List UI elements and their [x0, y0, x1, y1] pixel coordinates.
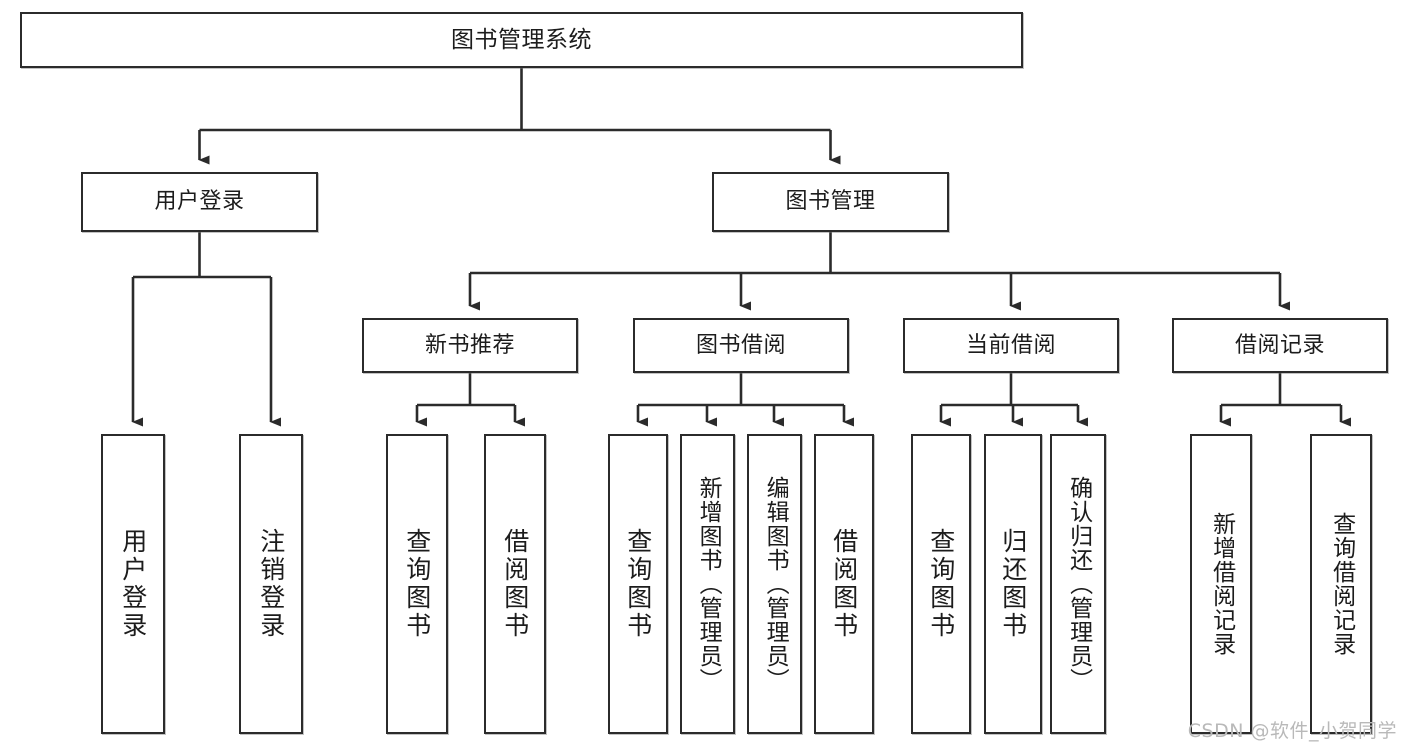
node-leaf-add-book[interactable]: 新增图书（管理员） [680, 434, 735, 734]
node-leaf-user-login[interactable]: 用户登录 [101, 434, 165, 734]
node-leaf-edit-book[interactable]: 编辑图书（管理员） [747, 434, 802, 734]
node-leaf-query-book-1-label: 查询图书 [402, 528, 432, 640]
node-leaf-borrow-book-1-label: 借阅图书 [500, 528, 530, 640]
node-leaf-query-book-3-label: 查询图书 [926, 528, 956, 640]
node-root-label: 图书管理系统 [451, 26, 592, 53]
node-book-borrow[interactable]: 图书借阅 [633, 318, 849, 373]
node-leaf-query-book-3[interactable]: 查询图书 [911, 434, 971, 734]
node-root[interactable]: 图书管理系统 [20, 12, 1023, 68]
node-leaf-borrow-book-2-label: 借阅图书 [829, 528, 859, 640]
node-new-book-rec-label: 新书推荐 [424, 332, 515, 358]
node-book-manage-label: 图书管理 [785, 189, 876, 215]
node-leaf-query-book-1[interactable]: 查询图书 [386, 434, 448, 734]
node-leaf-confirm-return-label: 确认归还（管理员） [1065, 476, 1092, 692]
node-leaf-query-book-2[interactable]: 查询图书 [608, 434, 668, 734]
node-book-manage[interactable]: 图书管理 [712, 172, 949, 232]
node-leaf-logout-label: 注销登录 [256, 528, 286, 640]
node-new-book-rec[interactable]: 新书推荐 [362, 318, 578, 373]
node-leaf-query-record-label: 查询借阅记录 [1328, 512, 1355, 656]
node-leaf-confirm-return[interactable]: 确认归还（管理员） [1050, 434, 1106, 734]
node-leaf-edit-book-label: 编辑图书（管理员） [762, 476, 789, 692]
node-leaf-return-book[interactable]: 归还图书 [984, 434, 1042, 734]
node-current-borrow[interactable]: 当前借阅 [903, 318, 1119, 373]
node-borrow-record-label: 借阅记录 [1234, 332, 1325, 358]
node-leaf-logout[interactable]: 注销登录 [239, 434, 303, 734]
node-leaf-add-book-label: 新增图书（管理员） [695, 476, 722, 692]
node-current-borrow-label: 当前借阅 [965, 332, 1056, 358]
node-leaf-query-book-2-label: 查询图书 [623, 528, 653, 640]
node-leaf-borrow-book-1[interactable]: 借阅图书 [484, 434, 546, 734]
node-leaf-borrow-book-2[interactable]: 借阅图书 [814, 434, 874, 734]
node-leaf-add-record[interactable]: 新增借阅记录 [1190, 434, 1252, 734]
node-user-login-label: 用户登录 [154, 189, 245, 215]
node-user-login[interactable]: 用户登录 [81, 172, 318, 232]
node-book-borrow-label: 图书借阅 [695, 332, 786, 358]
node-leaf-query-record[interactable]: 查询借阅记录 [1310, 434, 1372, 734]
node-leaf-user-login-label: 用户登录 [118, 528, 148, 640]
node-leaf-return-book-label: 归还图书 [998, 528, 1028, 640]
node-borrow-record[interactable]: 借阅记录 [1172, 318, 1388, 373]
node-leaf-add-record-label: 新增借阅记录 [1208, 512, 1235, 656]
csdn-watermark: CSDN @软件_小贺同学 [1187, 720, 1397, 742]
